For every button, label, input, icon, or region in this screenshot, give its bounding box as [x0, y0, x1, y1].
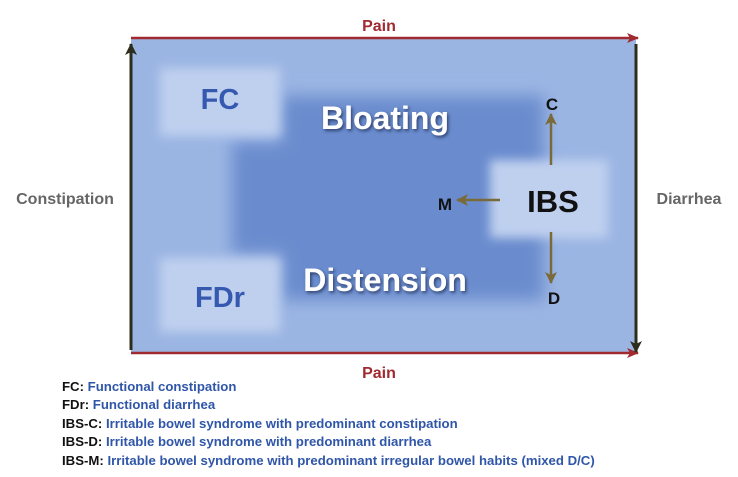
fc-zone [160, 68, 280, 136]
legend-abbr: FDr: [62, 397, 90, 413]
fdr-zone [160, 258, 280, 332]
legend-item-ibs-c: IBS-C: Irritable bowel syndrome with pre… [62, 415, 595, 433]
legend-abbr: FC: [62, 379, 84, 394]
ibs-c-label: C [546, 95, 558, 114]
legend-definition: Irritable bowel syndrome with predominan… [107, 452, 595, 468]
ibs-zone [490, 160, 608, 238]
legend-definition: Irritable bowel syndrome with predominan… [105, 434, 432, 450]
legend-definition: Irritable bowel syndrome with predominan… [105, 415, 458, 431]
legend-abbr: IBS-M: [62, 452, 104, 468]
legend-item-ibs-m: IBS-M: Irritable bowel syndrome with pre… [62, 452, 595, 470]
diarrhea-label: Diarrhea [657, 191, 722, 208]
bloating-label: Bloating [321, 100, 449, 136]
ibs-d-label: D [548, 289, 560, 308]
legend-item-ibs-d: IBS-D: Irritable bowel syndrome with pre… [62, 433, 595, 451]
fc-label: FC [201, 84, 240, 116]
constipation-label: Constipation [16, 191, 114, 208]
legend-item-fc: FC: Functional constipation [62, 378, 595, 396]
pain-bottom-label: Pain [362, 365, 396, 382]
ibs-m-label: M [438, 195, 452, 214]
legend-definition: Functional constipation [87, 379, 237, 394]
distension-label: Distension [303, 262, 467, 298]
fdr-label: FDr [195, 282, 245, 314]
ibs-label: IBS [527, 184, 579, 219]
pain-top-label: Pain [362, 18, 396, 35]
legend-abbr: IBS-D: [62, 434, 103, 450]
legend: FC: Functional constipation FDr: Functio… [62, 378, 595, 470]
legend-abbr: IBS-C: [62, 415, 103, 431]
legend-definition: Functional diarrhea [92, 397, 216, 413]
legend-item-fdr: FDr: Functional diarrhea [62, 396, 595, 414]
